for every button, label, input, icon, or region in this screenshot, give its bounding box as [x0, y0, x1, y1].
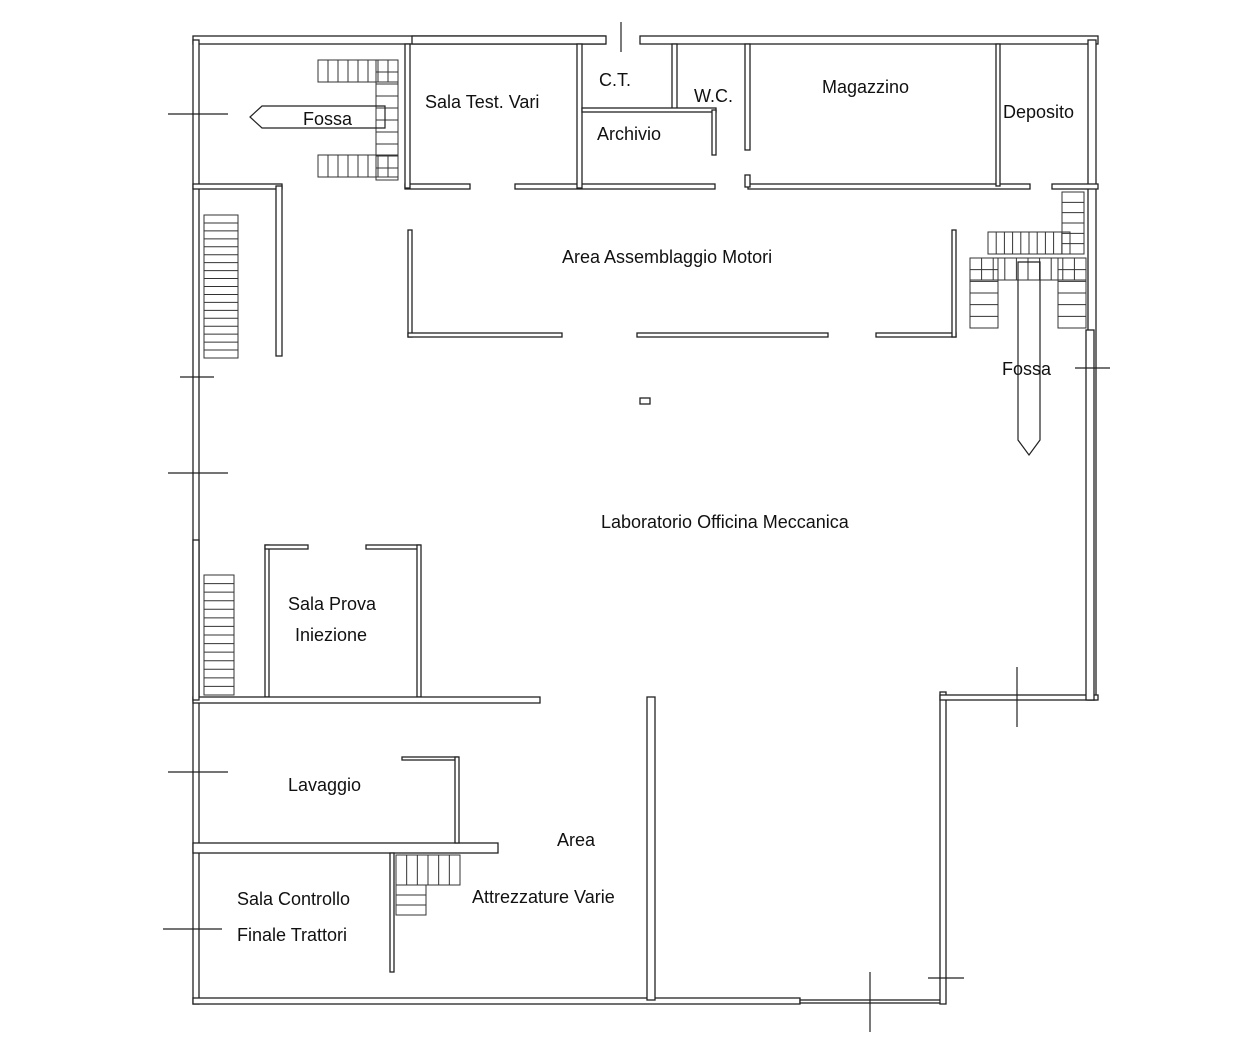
- room-label-finale-trattori: Finale Trattori: [237, 925, 347, 945]
- wall-segment: [711, 109, 717, 156]
- wall-segment: [264, 544, 270, 698]
- wall-segment: [747, 183, 1031, 190]
- room-label-lavaggio: Lavaggio: [288, 775, 361, 795]
- wall-segment: [192, 696, 541, 704]
- room-label-magazzino: Magazzino: [822, 77, 909, 97]
- wall-segment: [407, 229, 413, 338]
- wall-segment: [416, 544, 422, 698]
- walls: [192, 35, 1099, 1005]
- wall-segment: [401, 756, 459, 761]
- wall-segment: [639, 397, 651, 405]
- room-label-fossa-right: Fossa: [1002, 359, 1052, 379]
- room-label-ct: C.T.: [599, 70, 631, 90]
- room-label-sala-controllo: Sala Controllo: [237, 889, 350, 909]
- room-label-sala-test: Sala Test. Vari: [425, 92, 539, 112]
- room-label-laboratorio: Laboratorio Officina Meccanica: [601, 512, 850, 532]
- wall-segment: [581, 107, 717, 113]
- stairs: [203, 59, 1087, 916]
- wall-segment: [407, 332, 563, 338]
- wall-segment: [671, 43, 678, 111]
- wall-segment: [744, 174, 751, 188]
- axis-marks: [163, 22, 1110, 1032]
- wall-segment: [192, 183, 283, 190]
- room-label-iniezione: Iniezione: [295, 625, 367, 645]
- room-label-deposito: Deposito: [1003, 102, 1074, 122]
- wall-segment: [365, 544, 421, 550]
- wall-segment: [1051, 183, 1099, 190]
- room-label-sala-prova: Sala Prova: [288, 594, 377, 614]
- wall-segment: [514, 183, 716, 190]
- wall-segment: [264, 544, 309, 550]
- wall-segment: [939, 691, 947, 1005]
- wall-segment: [454, 756, 460, 844]
- fossa-left-pit: [249, 105, 386, 129]
- wall-segment: [389, 852, 395, 973]
- wall-segment: [192, 842, 499, 854]
- wall-segment: [404, 183, 471, 190]
- wall-segment: [875, 332, 957, 338]
- room-label-assemblaggio: Area Assemblaggio Motori: [562, 247, 772, 267]
- stair-flight: [395, 884, 427, 916]
- wall-segment: [192, 539, 200, 701]
- wall-segment: [636, 332, 829, 338]
- wall-segment: [646, 696, 656, 1001]
- wall-segment: [639, 35, 1099, 45]
- wall-segment: [1085, 329, 1095, 701]
- room-label-archivio: Archivio: [597, 124, 661, 144]
- room-label-area: Area: [557, 830, 596, 850]
- wall-segment: [192, 997, 801, 1005]
- room-label-wc: W.C.: [694, 86, 733, 106]
- room-label-attrezzature: Attrezzature Varie: [472, 887, 615, 907]
- wall-segment: [951, 229, 957, 338]
- wall-segment: [995, 43, 1001, 187]
- fossa-right-pit: [1017, 261, 1041, 457]
- wall-segment: [275, 185, 283, 357]
- wall-segment: [404, 43, 411, 189]
- wall-segment: [744, 43, 751, 151]
- wall-segment: [576, 43, 583, 189]
- wall-segment: [411, 35, 607, 45]
- room-label-fossa-left: Fossa: [303, 109, 353, 129]
- wall-segment: [799, 999, 946, 1004]
- wall-segment: [939, 694, 1099, 701]
